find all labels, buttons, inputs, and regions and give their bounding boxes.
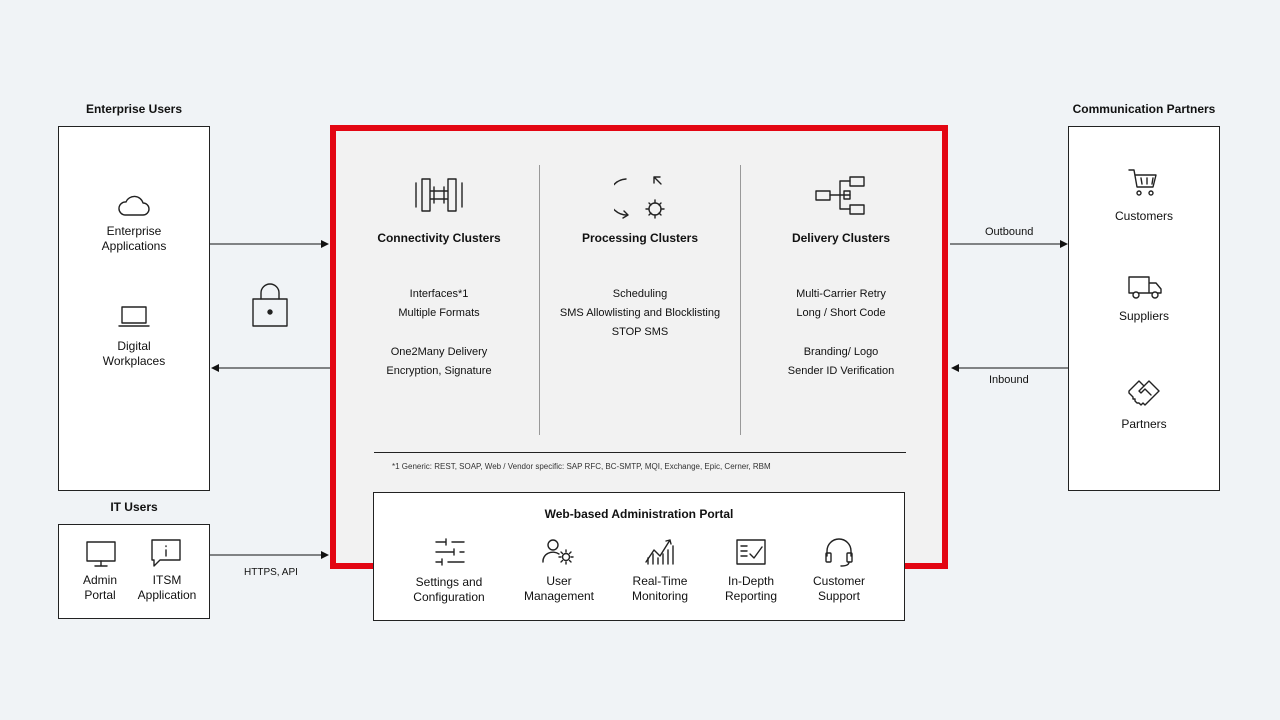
in-depth-reporting-item[interactable]: In-Depth Reporting xyxy=(724,574,778,603)
enterprise-users-box: Enterprise Applications Digital Workplac… xyxy=(58,126,210,491)
hierarchy-icon xyxy=(814,173,870,217)
outbound-label: Outbound xyxy=(985,226,1034,238)
handshake-icon xyxy=(1127,377,1161,411)
processing-clusters-title: Processing Clusters xyxy=(581,231,699,245)
admin-portal-box: Web-based Administration Portal Settings… xyxy=(373,492,905,621)
footnote: *1 Generic: REST, SOAP, Web / Vendor spe… xyxy=(392,462,771,471)
delivery-features-1: Multi-Carrier Retry Long / Short Code xyxy=(796,288,886,319)
footnote-divider xyxy=(374,452,906,453)
communication-partners-box: Customers Suppliers Partners xyxy=(1068,126,1220,491)
connector-icon xyxy=(411,173,467,217)
partners-label[interactable]: Partners xyxy=(1121,417,1167,431)
cluster-divider xyxy=(539,165,540,435)
it-users-box: Admin Portal ITSM Application xyxy=(58,524,210,619)
truck-icon xyxy=(1127,273,1163,301)
real-time-monitoring-item[interactable]: Real-Time Monitoring xyxy=(631,574,689,603)
cluster-divider xyxy=(740,165,741,435)
communication-partners-title: Communication Partners xyxy=(1072,102,1216,116)
inbound-label: Inbound xyxy=(989,374,1029,386)
sliders-icon xyxy=(434,538,466,566)
customer-support-item[interactable]: Customer Support xyxy=(812,574,865,603)
itsm-application-label[interactable]: ITSM Application xyxy=(137,573,197,602)
settings-configuration-item[interactable]: Settings and Configuration xyxy=(413,575,485,604)
processing-features-1: Scheduling SMS Allowlisting and Blocklis… xyxy=(559,288,721,338)
suppliers-label[interactable]: Suppliers xyxy=(1118,309,1170,323)
user-management-item[interactable]: User Management xyxy=(523,574,595,603)
admin-portal-title: Web-based Administration Portal xyxy=(544,507,734,521)
connectivity-features-1: Interfaces*1 Multiple Formats xyxy=(398,288,480,319)
monitor-icon xyxy=(85,540,117,568)
user-gear-icon xyxy=(541,538,575,566)
delivery-clusters-title: Delivery Clusters xyxy=(791,231,891,245)
connectivity-clusters-title: Connectivity Clusters xyxy=(377,231,501,245)
cloud-icon xyxy=(117,193,151,219)
https-api-label: HTTPS, API xyxy=(244,567,298,578)
cart-icon xyxy=(1127,167,1159,199)
it-users-title: IT Users xyxy=(110,500,158,514)
chart-icon xyxy=(644,536,676,566)
enterprise-applications-label[interactable]: Enterprise Applications xyxy=(101,224,167,253)
processing-icon xyxy=(614,173,670,221)
info-chat-icon xyxy=(150,538,182,568)
enterprise-users-title: Enterprise Users xyxy=(85,102,183,116)
report-icon xyxy=(735,538,767,566)
lock-icon xyxy=(251,283,289,329)
admin-portal-label[interactable]: Admin Portal xyxy=(82,573,117,602)
customers-label[interactable]: Customers xyxy=(1114,209,1173,223)
delivery-features-2: Branding/ Logo Sender ID Verification xyxy=(787,346,895,377)
connectivity-features-2: One2Many Delivery Encryption, Signature xyxy=(386,346,492,377)
headset-icon xyxy=(823,536,855,568)
digital-workplaces-label[interactable]: Digital Workplaces xyxy=(102,339,166,368)
laptop-icon xyxy=(117,304,151,330)
